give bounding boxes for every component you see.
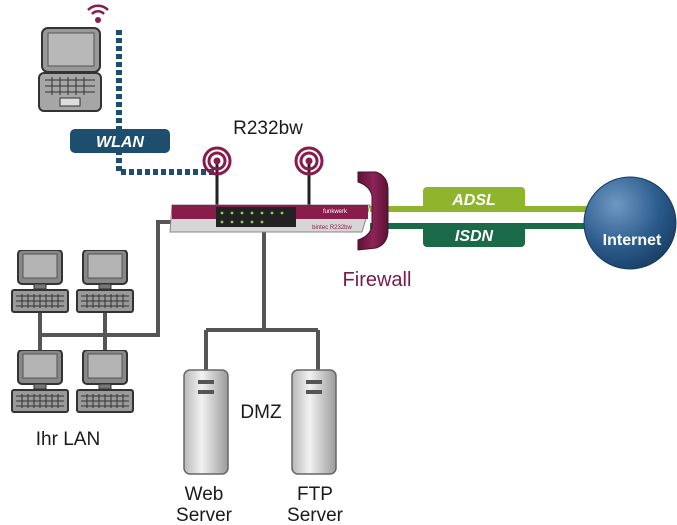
ftp-server-label-line2: Server xyxy=(287,505,344,525)
ftp-server-label-line1: FTP xyxy=(297,484,333,505)
web-server xyxy=(183,369,229,475)
dmz-cabling xyxy=(204,230,320,370)
router: funkwerk bintec R232bw xyxy=(169,204,371,233)
lan-pcs xyxy=(11,250,134,413)
wlan-laptop xyxy=(38,27,102,112)
lan-pc-icon xyxy=(11,250,69,313)
antenna-icon-left xyxy=(202,146,232,176)
adsl-badge: ADSL xyxy=(423,187,525,211)
router-antennas xyxy=(202,146,324,205)
isdn-label: ISDN xyxy=(455,228,494,245)
firewall-label: Firewall xyxy=(343,269,412,291)
internet-globe: Internet xyxy=(583,176,677,270)
router-brand: funkwerk xyxy=(323,209,348,215)
internet-label: Internet xyxy=(603,232,662,249)
lan-label: Ihr LAN xyxy=(36,429,100,450)
adsl-label: ADSL xyxy=(451,192,496,209)
firewall xyxy=(357,171,389,251)
lan-pc-icon xyxy=(11,350,69,413)
router-model: bintec R232bw xyxy=(312,225,352,231)
router-name: R232bw xyxy=(233,118,303,139)
ftp-server xyxy=(291,369,337,475)
web-server-label-line2: Server xyxy=(176,505,233,525)
lan-pc-icon xyxy=(76,350,134,413)
antenna-icon-right xyxy=(294,146,324,176)
web-server-label-line1: Web xyxy=(185,484,224,505)
isdn-badge: ISDN xyxy=(423,223,525,247)
wlan-label: WLAN xyxy=(96,134,144,151)
lan-cabling xyxy=(38,220,172,350)
lan-pc-icon xyxy=(76,250,134,313)
wlan-badge: WLAN xyxy=(70,129,170,153)
dmz-label: DMZ xyxy=(240,402,282,423)
laptop-wifi-icon xyxy=(87,4,109,23)
